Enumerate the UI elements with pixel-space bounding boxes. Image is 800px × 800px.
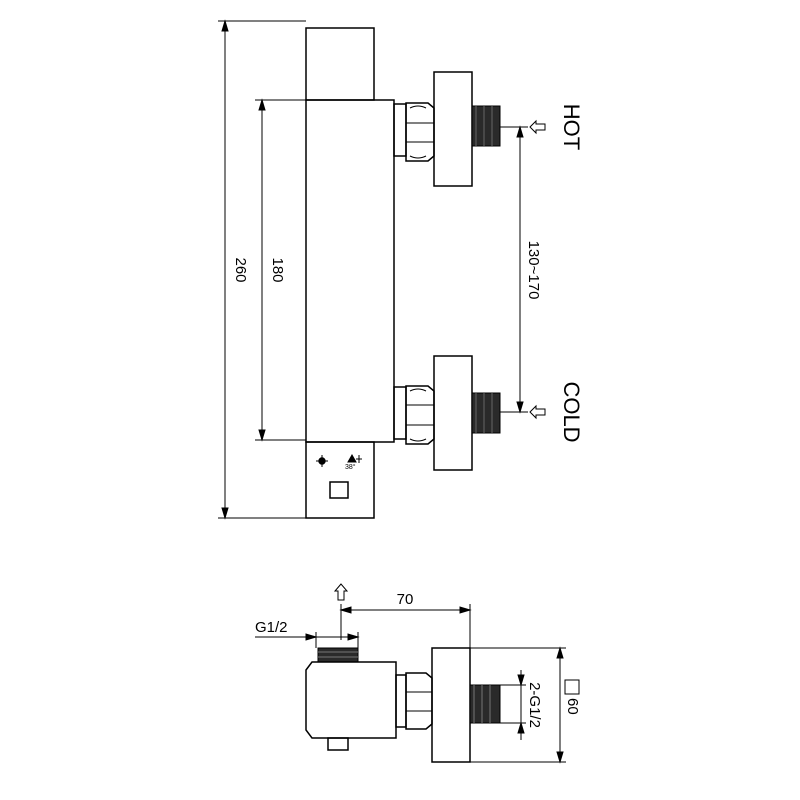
dimension-inlet-spacing: 130~170 xyxy=(500,125,542,414)
dimension-body-height: 180 xyxy=(255,98,306,442)
bottom-stub xyxy=(327,737,349,751)
inlet-thread-label: 2-G1/2 xyxy=(526,682,543,728)
bottom-control-block xyxy=(305,441,375,519)
temperature-control-icon: 38° xyxy=(316,453,362,471)
dimension-label-260: 260 xyxy=(232,257,249,282)
dimension-depth: 70 xyxy=(339,591,472,614)
cold-inlet-arrow-icon xyxy=(529,404,546,420)
outlet-arrow-icon xyxy=(333,583,349,601)
side-view: 70 G1/2 xyxy=(255,583,581,764)
dimension-square-size: 60 xyxy=(470,646,581,764)
wall-flange xyxy=(431,647,471,763)
dimension-label-130-170: 130~170 xyxy=(525,241,542,300)
outlet-thread-label: G1/2 xyxy=(255,619,288,636)
side-nut xyxy=(405,672,433,730)
square-size-label: 60 xyxy=(564,698,581,715)
top-handle xyxy=(305,27,375,101)
dimension-inlet-thread: 2-G1/2 xyxy=(500,670,543,740)
hot-label: HOT xyxy=(559,104,584,150)
valve-body xyxy=(305,99,395,443)
dimension-outlet-thread: G1/2 xyxy=(255,619,360,648)
square-symbol-icon xyxy=(564,679,580,695)
valve-body-side xyxy=(305,661,397,739)
cold-label: COLD xyxy=(559,381,584,442)
cold-inlet-connector xyxy=(393,355,501,471)
temperature-mark: 38° xyxy=(345,463,356,471)
dimension-overall-height: 260 xyxy=(218,19,306,520)
outlet-thread xyxy=(317,647,359,663)
dimension-label-180: 180 xyxy=(269,257,286,282)
dimension-label-70: 70 xyxy=(397,591,414,608)
inlet-thread xyxy=(469,684,501,724)
front-view: 38° xyxy=(218,19,584,520)
hot-inlet-connector xyxy=(393,71,501,187)
hot-inlet-arrow-icon xyxy=(529,119,546,135)
control-knob-square xyxy=(329,481,349,499)
